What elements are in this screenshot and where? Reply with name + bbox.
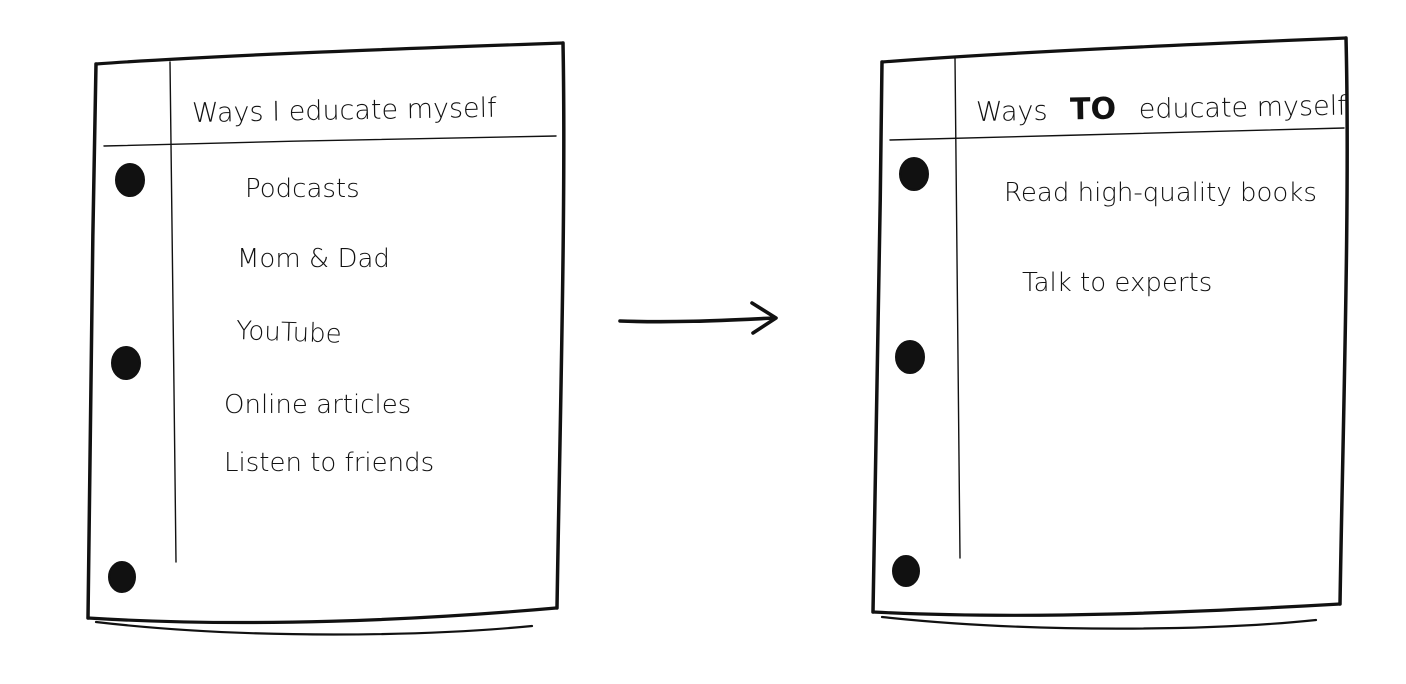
right-page-bottom-shadow — [880, 615, 1318, 630]
left-list-item: Mom & Dad — [237, 244, 390, 274]
right-page-title: Ways TO educate myself — [976, 88, 1347, 129]
binder-hole-icon — [899, 157, 929, 191]
left-page-header-rule — [103, 135, 557, 147]
left-page-title: Ways I educate myself — [191, 92, 497, 129]
right-list-item: Talk to experts — [1022, 268, 1213, 298]
binder-hole-icon — [115, 163, 145, 197]
left-page-right-edge — [555, 41, 566, 610]
left-page-bottom-edge — [86, 606, 558, 625]
right-page-right-edge — [1338, 36, 1349, 606]
right-title-emphasis: TO — [1069, 91, 1117, 128]
left-page-top-edge — [94, 41, 565, 66]
right-notebook-page — [871, 36, 1349, 630]
binder-hole-icon — [892, 555, 920, 587]
left-page-left-edge — [86, 62, 98, 620]
right-page-header-rule — [889, 127, 1345, 141]
binder-hole-icon — [108, 561, 136, 593]
left-list-item: Online articles — [224, 390, 412, 420]
left-page-margin-line — [169, 61, 177, 563]
right-title-prefix: Ways — [975, 95, 1048, 128]
right-page-left-edge — [871, 60, 884, 614]
left-list-item: Listen to friends — [224, 448, 435, 478]
right-list-item: Read high-quality books — [1004, 178, 1317, 208]
left-page-bottom-shadow — [94, 620, 534, 636]
binder-hole-icon — [111, 346, 141, 380]
right-page-bottom-edge — [871, 602, 1342, 617]
right-page-margin-line — [954, 57, 961, 559]
binder-hole-icon — [895, 340, 925, 374]
left-list-item: YouTube — [235, 316, 343, 350]
right-arrow-icon — [618, 301, 778, 335]
left-list-item: Podcasts — [245, 174, 360, 204]
right-page-top-edge — [880, 36, 1348, 64]
left-notebook-page — [86, 41, 566, 636]
right-title-suffix: educate myself — [1138, 90, 1347, 126]
